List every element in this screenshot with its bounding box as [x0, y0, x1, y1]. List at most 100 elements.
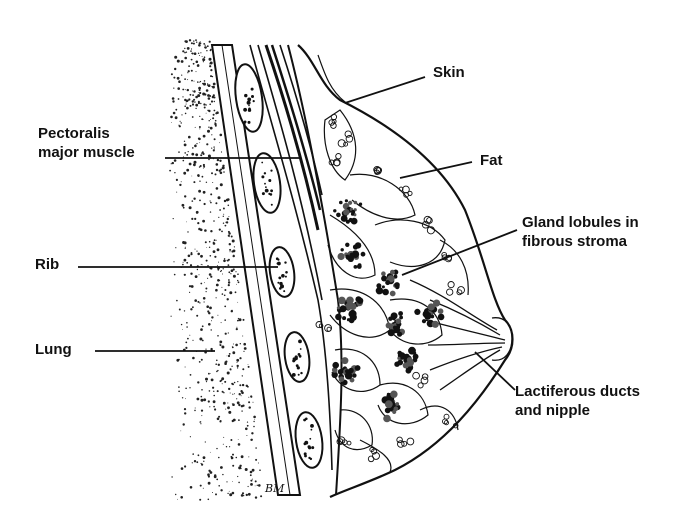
- lung-speckle: [184, 105, 186, 107]
- lung-speckle: [216, 360, 218, 362]
- lung-speckle: [191, 42, 193, 44]
- gland-lobule-acinus: [357, 264, 362, 269]
- gland-lobule-acinus: [386, 323, 392, 329]
- lung-speckle: [185, 40, 188, 43]
- lung-speckle: [210, 69, 212, 71]
- lung-speckle: [182, 96, 183, 97]
- lung-speckle: [210, 452, 211, 453]
- lung-speckle: [216, 169, 218, 171]
- lung-speckle: [205, 46, 207, 48]
- lung-speckle: [179, 125, 181, 127]
- gland-lobule-acinus: [387, 393, 390, 396]
- lung-speckle: [195, 275, 198, 278]
- lung-speckle: [221, 346, 224, 349]
- lung-speckle: [220, 172, 223, 175]
- gland-lobule-acinus: [338, 369, 344, 375]
- lung-speckle: [194, 101, 196, 103]
- lung-speckle: [209, 95, 211, 97]
- lung-speckle: [182, 50, 184, 52]
- lung-speckle: [231, 250, 233, 252]
- lung-speckle: [208, 323, 211, 326]
- lung-speckle: [239, 384, 241, 386]
- gland-lobule-acinus: [381, 271, 386, 276]
- lung-speckle: [199, 55, 200, 56]
- lung-speckle: [206, 247, 207, 248]
- lung-speckle: [209, 268, 210, 269]
- lung-speckle: [242, 368, 244, 370]
- lung-speckle: [203, 297, 206, 300]
- lung-speckle: [225, 333, 227, 335]
- lung-speckle: [183, 172, 186, 175]
- lung-speckle: [201, 399, 204, 402]
- lung-speckle: [206, 381, 207, 382]
- lung-speckle: [197, 269, 198, 270]
- rib-marrow-dot: [253, 100, 255, 102]
- lung-speckle: [199, 338, 202, 341]
- lung-speckle: [213, 250, 216, 253]
- lung-speckle: [186, 322, 188, 324]
- fat-globule: [397, 437, 403, 443]
- rib-marrow-dot: [276, 257, 279, 260]
- lung-speckle: [206, 50, 207, 51]
- lung-speckle: [184, 310, 185, 311]
- lung-speckle: [204, 203, 206, 205]
- lung-speckle: [187, 89, 189, 91]
- lung-speckle: [205, 349, 206, 350]
- lung-speckle: [171, 122, 172, 123]
- lung-speckle: [174, 68, 176, 70]
- lung-speckle: [213, 149, 215, 151]
- gland-lobule-acinus: [397, 357, 400, 360]
- gland-label-line1: Gland lobules in: [522, 213, 639, 232]
- lung-speckle: [193, 163, 196, 166]
- lung-speckle: [198, 454, 200, 456]
- gland-lobule-acinus: [390, 291, 396, 297]
- leader-skin: [345, 77, 425, 103]
- lung-speckle: [232, 481, 233, 482]
- lung-speckle: [191, 176, 192, 177]
- lung-speckle: [228, 216, 229, 217]
- lung-speckle: [201, 389, 203, 391]
- gland-lobule-acinus: [388, 317, 392, 321]
- rib-marrow-dot: [300, 372, 302, 374]
- rib-marrow-dot: [277, 263, 279, 265]
- lung-speckle: [195, 127, 196, 128]
- lung-speckle: [200, 283, 202, 285]
- lung-speckle: [199, 42, 201, 44]
- lung-speckle: [186, 222, 187, 223]
- lung-speckle: [186, 169, 189, 172]
- lung-speckle: [207, 83, 208, 84]
- lung-speckle: [230, 273, 231, 274]
- lung-speckle: [245, 468, 248, 471]
- rib-marrow-dot: [277, 282, 279, 284]
- lung-speckle: [177, 60, 180, 63]
- lung-speckle: [213, 83, 216, 86]
- rib-marrow-dot: [285, 276, 287, 278]
- lung-speckle: [255, 496, 257, 498]
- lung-speckle: [200, 421, 202, 423]
- lung-speckle: [169, 170, 171, 172]
- lung-speckle: [237, 302, 238, 303]
- lung-speckle: [192, 94, 194, 96]
- lung-speckle: [195, 104, 198, 107]
- rib-marrow-dot: [271, 204, 273, 206]
- lung-speckle: [246, 435, 247, 436]
- gland-lobule-acinus: [397, 351, 402, 356]
- lung-speckle: [182, 241, 185, 244]
- lung-speckle: [232, 347, 234, 349]
- lung-speckle: [192, 53, 194, 55]
- lung-speckle: [214, 239, 216, 241]
- gland-lobule-acinus: [383, 290, 387, 294]
- lung-speckle: [234, 382, 236, 384]
- lung-speckle: [198, 175, 200, 177]
- rib-marrow-dot: [309, 438, 311, 440]
- lung-speckle: [228, 271, 230, 273]
- lung-speckle: [192, 100, 194, 102]
- lung-speckle: [213, 317, 214, 318]
- lung-speckle: [171, 476, 172, 477]
- lung-speckle: [255, 459, 257, 461]
- lung-speckle: [203, 461, 204, 462]
- lung-speckle: [249, 406, 251, 408]
- lung-speckle: [232, 465, 234, 467]
- lung-speckle: [237, 401, 240, 404]
- lung-speckle: [206, 113, 207, 114]
